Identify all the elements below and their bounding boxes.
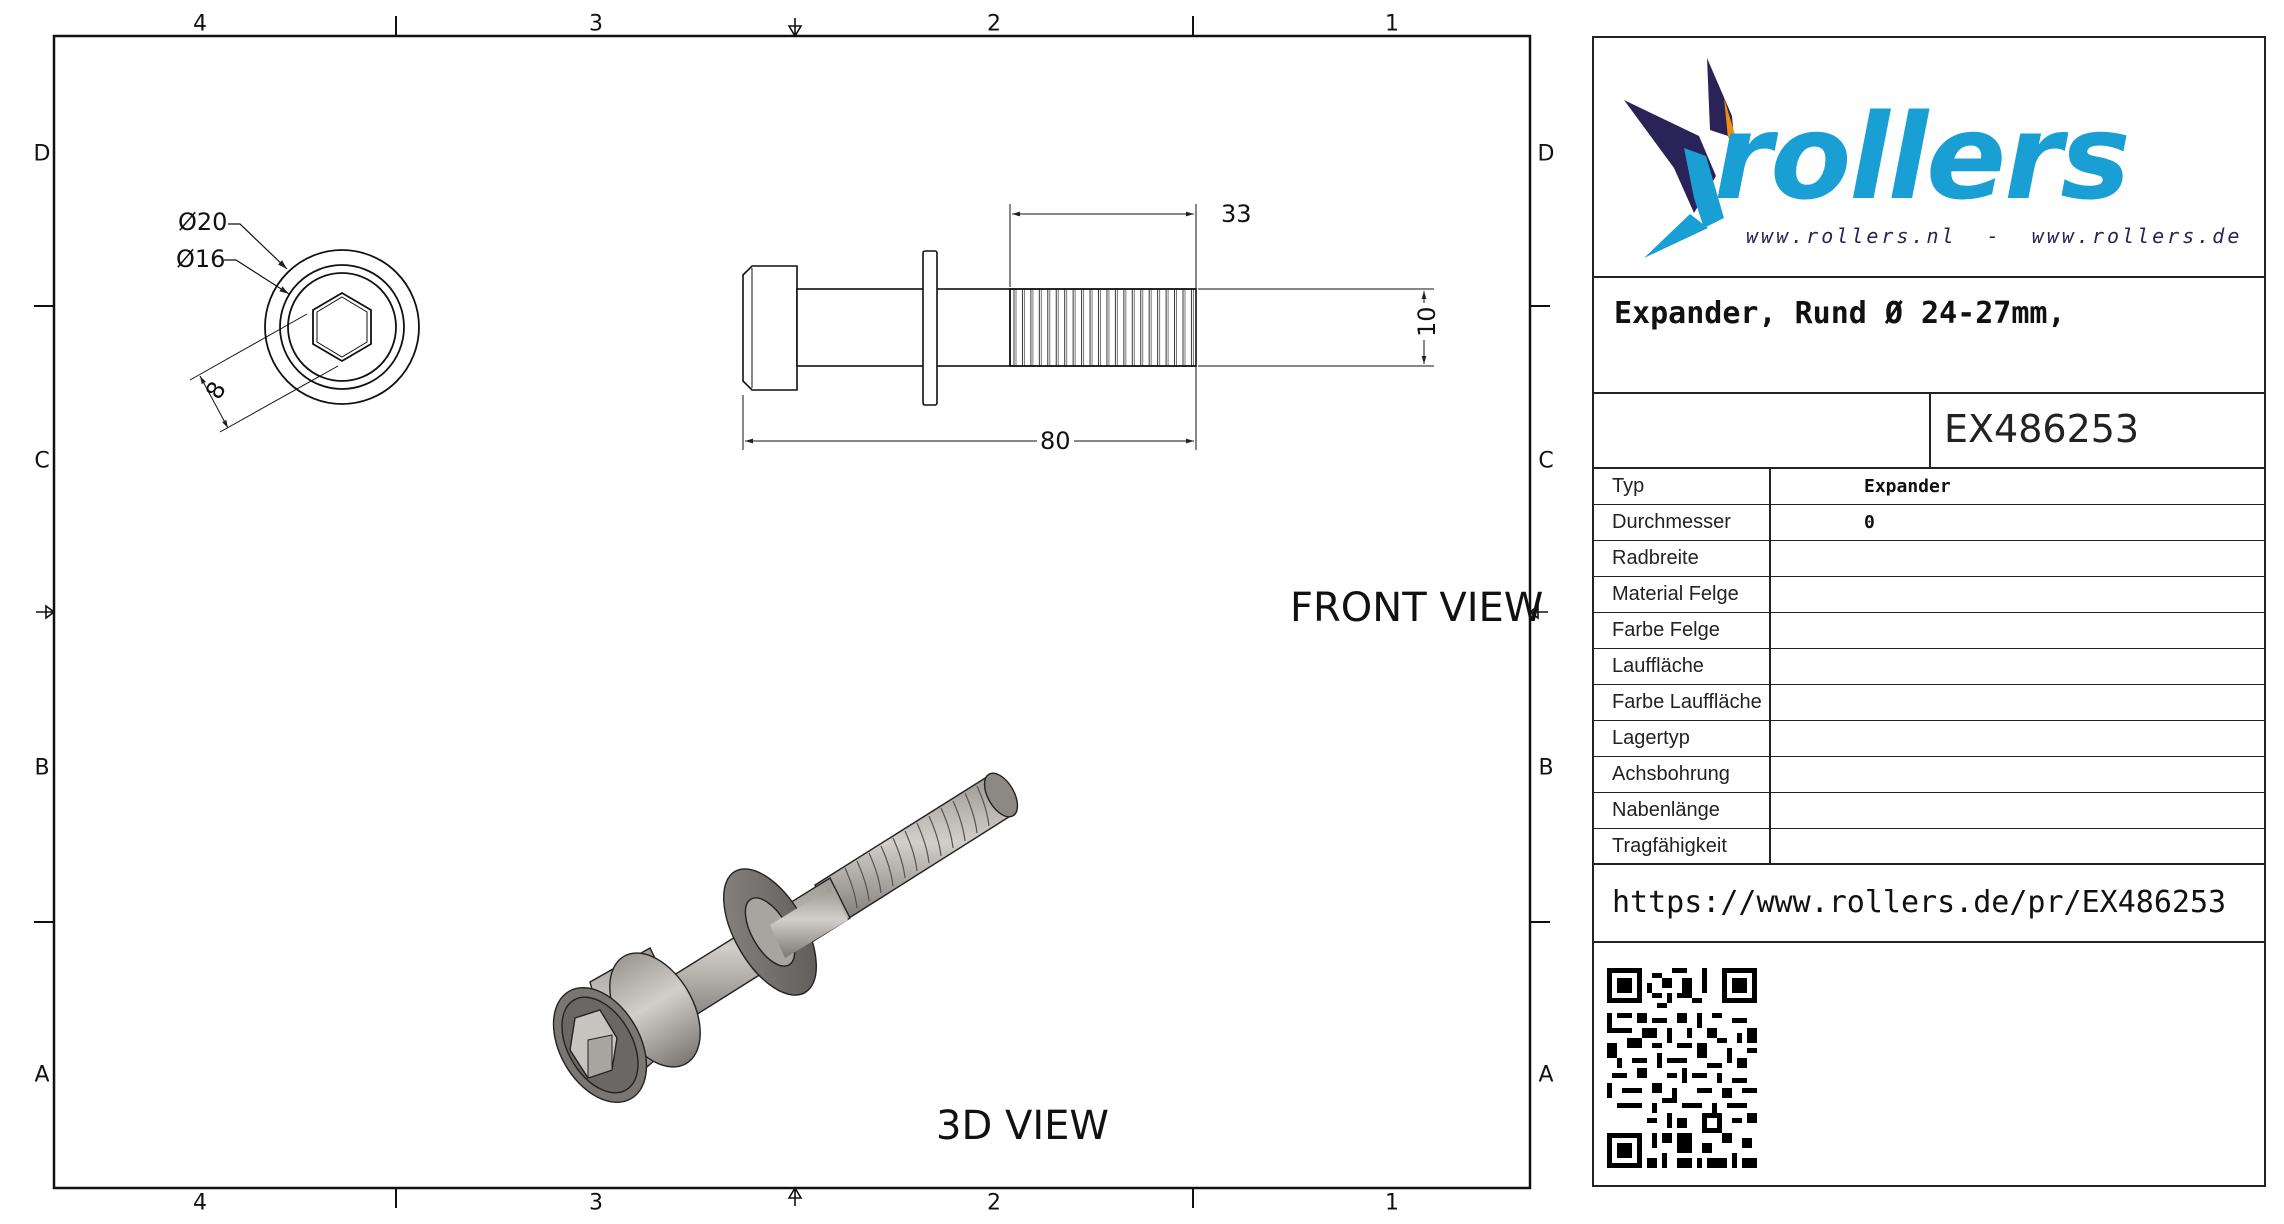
zone-column-label: 3 [589,11,603,37]
property-row: Farbe Felge [1594,613,2264,649]
dim-total-length: 80 [1037,427,1074,455]
property-value: Expander [1864,476,1951,497]
property-label: Radbreite [1612,547,1699,569]
zone-column-label: 3 [589,1190,603,1216]
dim-thread-length: 33 [1218,200,1255,228]
front-view-label: FRONT VIEW [1290,585,1544,631]
zone-column-label: 2 [987,11,1001,37]
property-row: Tragfähigkeit [1594,829,2264,865]
drawing-frame [34,16,1550,1208]
qr-code-icon[interactable] [1607,968,1757,1168]
zone-column-label: 2 [987,1190,1001,1216]
property-label: Lagertyp [1612,727,1690,749]
front-view [742,204,1434,450]
property-label: Achsbohrung [1612,763,1730,785]
logo-cell: rollers www.rollers.nl - www.rollers.de [1594,38,2264,278]
dim-outer-diameter: Ø20 [178,208,228,236]
property-row: Lagertyp [1594,721,2264,757]
zone-column-label: 1 [1385,11,1399,37]
logo-wordmark: rollers [1714,88,2131,226]
property-row: Lauffläche [1594,649,2264,685]
cell-divider [1929,394,1931,467]
iso-view-label: 3D VIEW [936,1103,1109,1149]
property-label: Farbe Felge [1612,619,1720,641]
property-label: Lauffläche [1612,655,1704,677]
title-block: rollers www.rollers.nl - www.rollers.de … [1592,36,2266,1187]
property-row: Material Felge [1594,577,2264,613]
drawing-sheet: 4 3 2 1 4 3 2 1 D C B A D C B A Ø20 Ø16 … [33,11,1555,1216]
zone-row-label: C [34,448,50,474]
zone-column-label: 4 [193,11,207,37]
property-label: Durchmesser [1612,511,1731,533]
property-label: Farbe Lauffläche [1612,691,1762,713]
end-view [189,223,420,433]
iso-view [552,772,1019,1103]
property-value: 0 [1864,512,1875,533]
zone-row-label: C [1538,448,1554,474]
property-row: Farbe Lauffläche [1594,685,2264,721]
qr-cell [1594,943,2264,1187]
property-row: Typ Expander [1594,469,2264,505]
url-cell: https://www.rollers.de/pr/EX486253 [1594,865,2264,943]
property-label: Tragfähigkeit [1612,835,1727,857]
property-row: Durchmesser 0 [1594,505,2264,541]
properties-table: Typ Expander Durchmesser 0 Radbreite Mater… [1594,469,2264,865]
part-number: EX486253 [1944,407,2140,451]
dim-thread-diameter: 10 [1413,303,1441,340]
product-url[interactable]: https://www.rollers.de/pr/EX486253 [1612,885,2227,920]
zone-row-label: B [1538,755,1554,781]
zone-row-label: B [34,755,50,781]
property-row: Radbreite [1594,541,2264,577]
zone-column-label: 1 [1385,1190,1399,1216]
property-row: Achsbohrung [1594,757,2264,793]
zone-row-label: A [1538,1062,1554,1088]
part-title: Expander, Rund Ø 24-27mm, [1614,296,2066,331]
property-label: Material Felge [1612,583,1739,605]
zone-row-label: A [34,1062,50,1088]
property-label: Nabenlänge [1612,799,1720,821]
property-row: Nabenlänge [1594,793,2264,829]
zone-column-label: 4 [193,1190,207,1216]
rollers-bird-icon [1624,58,1736,258]
logo-urls: www.rollers.nl - www.rollers.de [1746,224,2243,248]
property-label: Typ [1612,475,1645,497]
zone-row-label: D [33,141,51,167]
part-number-cell: EX486253 [1594,394,2264,469]
title-cell: Expander, Rund Ø 24-27mm, [1594,278,2264,394]
zone-row-label: D [1537,141,1555,167]
dim-inner-diameter: Ø16 [176,245,226,273]
